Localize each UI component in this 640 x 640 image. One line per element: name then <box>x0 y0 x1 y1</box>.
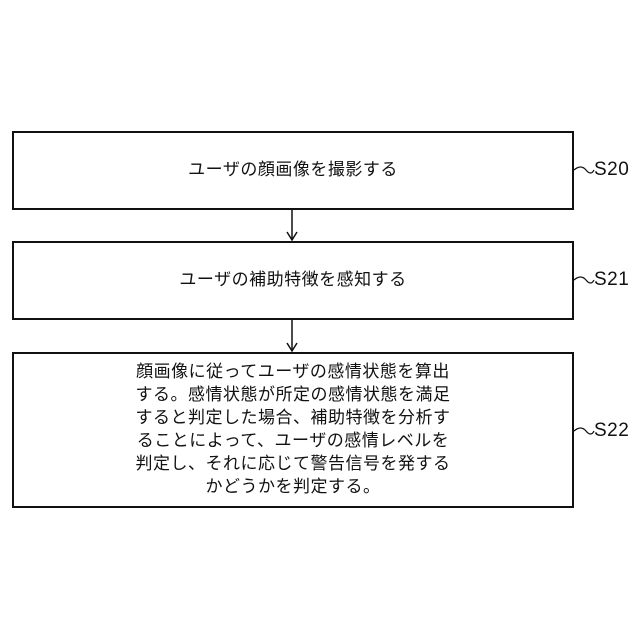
leader-line <box>574 277 594 283</box>
arrow-down-icon <box>287 320 297 351</box>
leader-line <box>574 167 594 173</box>
arrow-down-icon <box>287 210 297 240</box>
leader-line <box>574 428 594 434</box>
